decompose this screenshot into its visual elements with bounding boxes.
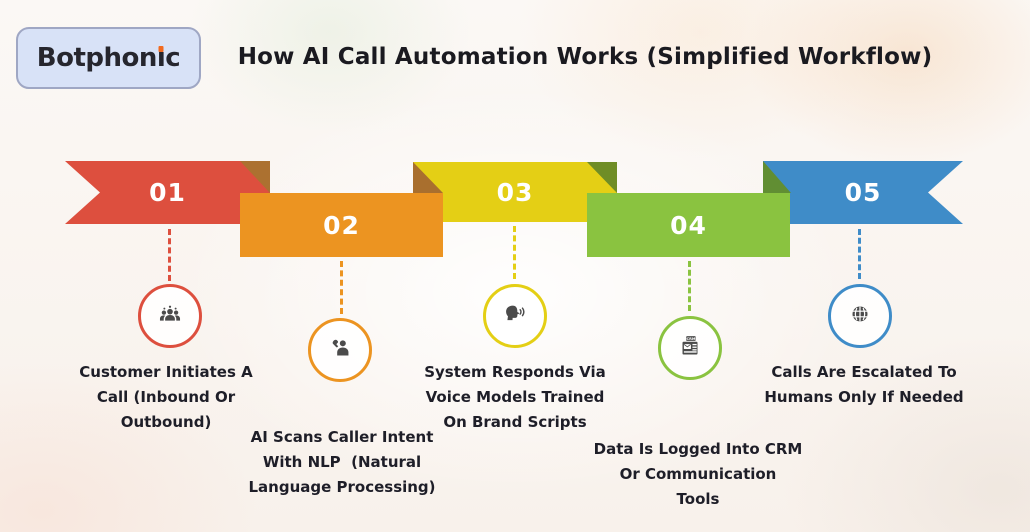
caption-line: AI Scans Caller Intent <box>250 428 434 446</box>
caption-line: Call (Inbound Or <box>96 388 236 406</box>
caption-line: Voice Models Trained <box>425 388 605 406</box>
caption-step-3: System Responds Via Voice Models Trained… <box>405 360 625 435</box>
page-title: How AI Call Automation Works (Simplified… <box>237 44 933 70</box>
dashed-connector-1 <box>168 229 171 281</box>
dashed-connector-3 <box>513 226 516 279</box>
step-number: 01 <box>149 178 186 207</box>
caption-line: System Responds Via <box>424 363 606 381</box>
globe-icon <box>845 299 875 333</box>
users-group-icon <box>155 299 185 333</box>
dashed-connector-4 <box>688 261 691 311</box>
caller-person-icon <box>325 333 355 367</box>
step-number: 02 <box>323 210 360 240</box>
caption-step-2: AI Scans Caller Intent With NLP (Natural… <box>232 425 452 500</box>
logo-i-orange-dot: ı <box>156 43 166 73</box>
caption-step-4: Data Is Logged Into CRM Or Communication… <box>588 437 808 512</box>
caption-line: Outbound) <box>120 413 212 431</box>
caption-line: Data Is Logged Into CRM <box>593 440 803 458</box>
caption-line: Language Processing) <box>248 478 436 496</box>
icon-circle-step-4: CRM <box>658 316 722 380</box>
caption-line: Customer Initiates A <box>79 363 253 381</box>
dashed-connector-2 <box>340 261 343 314</box>
caption-line: Or Communication <box>619 465 777 483</box>
caption-step-5: Calls Are Escalated To Humans Only If Ne… <box>754 360 974 410</box>
step-number: 04 <box>670 210 707 240</box>
icon-circle-step-1 <box>138 284 202 348</box>
step-number: 05 <box>844 178 882 207</box>
logo-text: Botphonıc <box>36 43 181 73</box>
ribbon-step-5: 05 <box>763 161 963 224</box>
ribbon-step-2: 02 <box>240 193 443 257</box>
speaking-head-icon <box>500 299 530 333</box>
crm-log-icon: CRM <box>675 331 705 365</box>
caption-line: With NLP (Natural <box>262 453 422 471</box>
dashed-connector-5 <box>858 229 861 279</box>
step-number: 03 <box>496 177 534 207</box>
icon-circle-step-5 <box>828 284 892 348</box>
icon-circle-step-2 <box>308 318 372 382</box>
ribbon-step-3: 03 <box>413 162 617 222</box>
svg-text:CRM: CRM <box>687 337 696 341</box>
caption-line: On Brand Scripts <box>443 413 587 431</box>
icon-circle-step-3 <box>483 284 547 348</box>
caption-line: Humans Only If Needed <box>764 388 964 406</box>
caption-line: Tools <box>676 490 720 508</box>
botphonic-logo: Botphonıc <box>16 27 201 89</box>
caption-line: Calls Are Escalated To <box>771 363 957 381</box>
caption-step-1: Customer Initiates A Call (Inbound Or Ou… <box>56 360 276 435</box>
ribbon-step-4: 04 <box>587 193 790 257</box>
